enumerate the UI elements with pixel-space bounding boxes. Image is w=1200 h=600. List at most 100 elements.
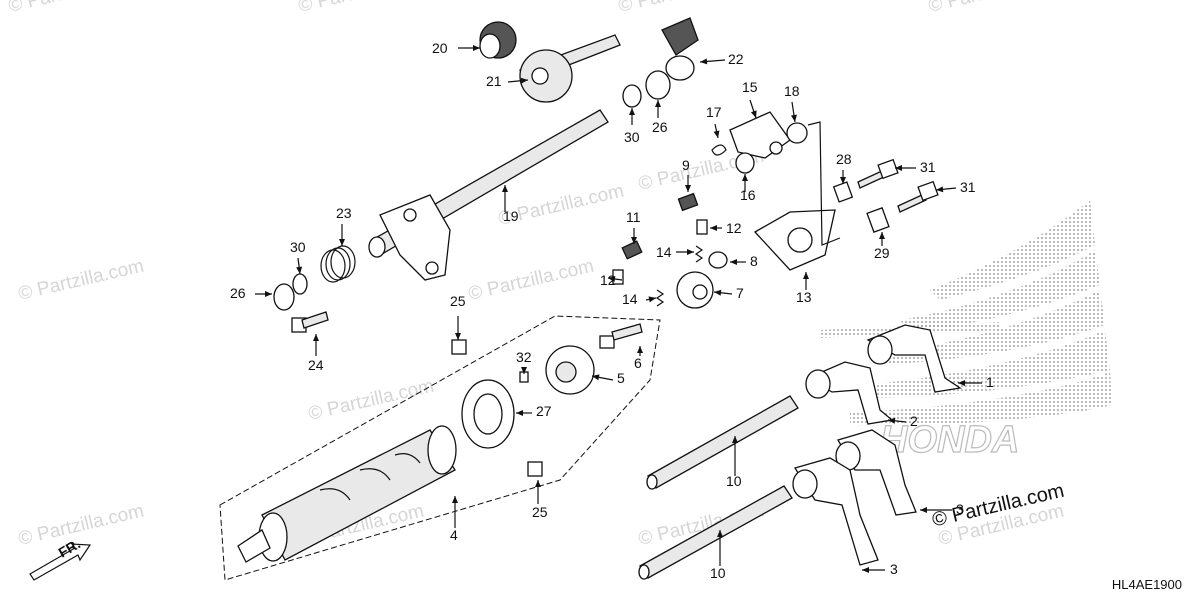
fork-shaft-10-lower	[638, 485, 793, 580]
callout-number: 20	[432, 40, 448, 56]
washer-30-left	[292, 273, 308, 295]
callout-number: 4	[450, 527, 458, 543]
callout-number: 21	[486, 73, 502, 89]
callout-number: 26	[230, 285, 246, 301]
gear-shaft-assembly	[479, 21, 621, 103]
callout-arrowhead-icon	[803, 272, 809, 279]
callout-number: 10	[710, 565, 726, 581]
callout-arrowhead-icon	[521, 367, 527, 374]
callout-arrowhead-icon	[862, 567, 869, 573]
callout-arrowhead-icon	[296, 266, 303, 274]
watermark-text: © Partzilla.com	[296, 0, 425, 17]
callout-arrowhead-icon	[535, 480, 541, 487]
bearing-27	[461, 379, 515, 449]
callout-arrowhead-icon	[713, 130, 720, 138]
front-direction-arrow-icon	[29, 543, 92, 581]
drum-center-5	[545, 345, 595, 395]
watermark-text: © Partzilla.com	[6, 0, 135, 17]
callout-arrowhead-icon	[936, 186, 944, 193]
spring-14-upper	[694, 245, 704, 263]
honda-wing-logo: HONDA	[820, 200, 1112, 462]
callout-number: 27	[536, 403, 552, 419]
callout-number: 13	[796, 289, 812, 305]
watermark-text: © Partzilla.com	[616, 0, 745, 17]
spring-23	[320, 245, 356, 283]
collar-28	[832, 181, 854, 203]
callout-number: 23	[336, 205, 352, 221]
callout-number: 10	[726, 473, 742, 489]
shift-fork-1	[866, 324, 962, 393]
callout-number: 7	[736, 285, 744, 301]
callout-number: 32	[516, 349, 532, 365]
watermark-text: © Partzilla.com	[306, 376, 435, 425]
callout-number: 22	[728, 51, 744, 67]
callout-arrowhead-icon	[840, 177, 846, 184]
bolt-25-upper	[451, 339, 467, 355]
callout-number: 30	[624, 129, 640, 145]
bolt-31-upper	[857, 158, 899, 189]
callout-number: 9	[682, 157, 690, 173]
shift-arm-part-22	[661, 17, 699, 81]
callout-number: 3	[956, 501, 964, 517]
bracket-line	[807, 121, 841, 246]
shift-drum-4	[237, 425, 457, 563]
callout-number: 31	[920, 159, 936, 175]
spring-14-lower	[655, 289, 665, 307]
callout-arrowhead-icon	[888, 417, 896, 424]
callout-arrowhead-icon	[339, 239, 345, 246]
callout-arrowhead-icon	[313, 334, 319, 341]
plate-13	[753, 209, 836, 271]
callout-number: 17	[706, 104, 722, 120]
bolt-31-lower	[897, 180, 939, 213]
callout-number: 24	[308, 357, 324, 373]
callout-number: 1	[986, 374, 994, 390]
callout-arrowhead-icon	[655, 100, 661, 107]
bolt-24	[291, 311, 329, 333]
watermark-text: © Partzilla.com	[466, 256, 595, 305]
shift-fork-3-lower	[792, 457, 879, 566]
callout-arrowhead-icon	[631, 237, 637, 244]
callout-arrowhead-icon	[648, 296, 656, 303]
bolt-6	[599, 323, 643, 349]
callout-arrowhead-icon	[732, 436, 738, 443]
callout-number: 6	[634, 355, 642, 371]
callout-arrowhead-icon	[730, 259, 737, 265]
callout-number: 25	[532, 504, 548, 520]
callout-arrowhead-icon	[710, 225, 717, 231]
callout-arrowhead-icon	[265, 291, 272, 297]
callout-arrowhead-icon	[629, 108, 635, 115]
watermark-text: © Partzilla.com	[16, 501, 145, 550]
callout-arrowhead-icon	[516, 410, 523, 416]
part-11	[621, 240, 643, 260]
callout-arrowhead-icon	[455, 333, 461, 340]
callout-arrowhead-icon	[879, 232, 885, 239]
fork-shaft-10-upper	[646, 395, 799, 490]
callout-arrowhead-icon	[452, 496, 458, 503]
callout-arrowhead-icon	[520, 77, 528, 84]
diagram-code: HL4AE1900	[1111, 577, 1182, 592]
drum-assembly-outline	[219, 315, 661, 581]
collar-29	[866, 207, 890, 233]
callout-number: 26	[652, 119, 668, 135]
callout-arrowhead-icon	[608, 276, 616, 282]
washer-26-top	[645, 70, 671, 100]
callout-number: 3	[890, 561, 898, 577]
callout-arrowhead-icon	[920, 507, 927, 513]
callout-number: 11	[626, 209, 641, 225]
pin-12-upper	[696, 219, 708, 235]
callout-number: 12	[600, 272, 616, 288]
callout-arrowhead-icon	[717, 530, 723, 537]
callout-arrowhead-icon	[790, 114, 797, 122]
callout-arrowhead-icon	[685, 185, 691, 192]
bolt-25-lower	[527, 461, 543, 477]
callout-number: 15	[742, 79, 758, 95]
callout-arrowhead-icon	[473, 45, 480, 51]
svg-text:HONDA: HONDA	[880, 419, 1019, 461]
callout-number: 16	[740, 187, 756, 203]
watermark-text: © Partzilla.com	[16, 256, 145, 305]
callout-arrowhead-icon	[895, 165, 902, 171]
part-9	[677, 192, 699, 212]
